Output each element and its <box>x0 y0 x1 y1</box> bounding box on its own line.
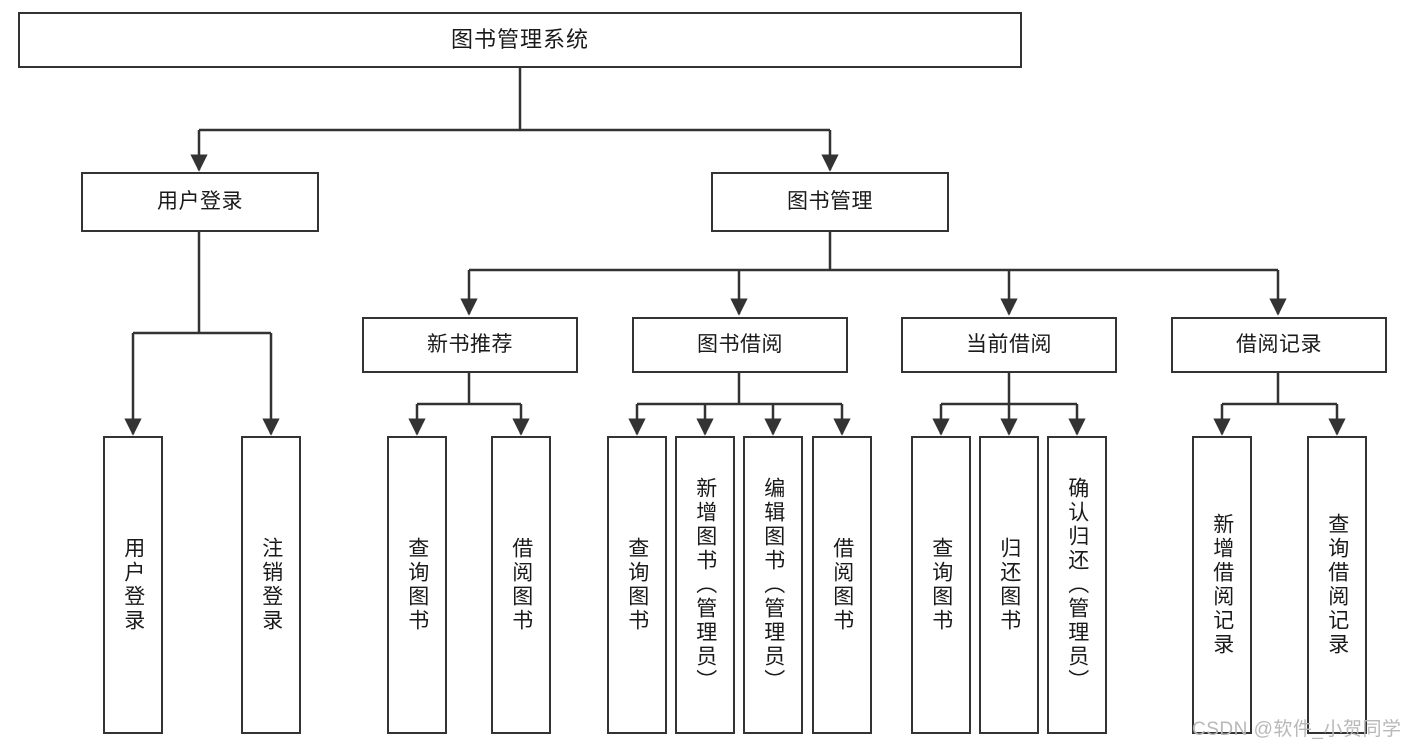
node-leaf-current-return: 归还图书 <box>979 436 1039 734</box>
node-current-borrow-label: 当前借阅 <box>966 332 1052 356</box>
node-leaf-new-book-query-label: 查询图书 <box>405 537 429 633</box>
node-leaf-record-query: 查询借阅记录 <box>1307 436 1367 734</box>
node-leaf-borrow-edit-book-label: 编辑图书（管理员） <box>761 477 785 693</box>
node-book-management: 图书管理 <box>711 172 949 232</box>
node-leaf-new-book-borrow: 借阅图书 <box>491 436 551 734</box>
node-leaf-borrow-borrow-book: 借阅图书 <box>812 436 872 734</box>
node-leaf-current-query: 查询图书 <box>911 436 971 734</box>
node-leaf-current-return-label: 归还图书 <box>997 537 1021 633</box>
node-leaf-record-query-label: 查询借阅记录 <box>1325 513 1349 657</box>
node-leaf-borrow-query-label: 查询图书 <box>625 537 649 633</box>
node-leaf-borrow-add-book: 新增图书（管理员） <box>675 436 735 734</box>
node-root-system: 图书管理系统 <box>18 12 1022 68</box>
node-book-management-label: 图书管理 <box>787 189 873 213</box>
node-book-borrow-label: 图书借阅 <box>697 332 783 356</box>
node-leaf-user-login-login: 用户登录 <box>103 436 163 734</box>
node-leaf-user-login-login-label: 用户登录 <box>121 537 145 633</box>
node-leaf-borrow-add-book-label: 新增图书（管理员） <box>693 477 717 693</box>
node-root-system-label: 图书管理系统 <box>450 27 589 53</box>
node-leaf-borrow-query: 查询图书 <box>607 436 667 734</box>
node-leaf-current-query-label: 查询图书 <box>929 537 953 633</box>
node-leaf-record-add-label: 新增借阅记录 <box>1210 513 1234 657</box>
node-new-book-recommend: 新书推荐 <box>362 317 578 373</box>
node-new-book-recommend-label: 新书推荐 <box>427 332 513 356</box>
node-user-login: 用户登录 <box>81 172 319 232</box>
node-leaf-new-book-query: 查询图书 <box>387 436 447 734</box>
node-borrow-record-label: 借阅记录 <box>1236 332 1322 356</box>
node-leaf-new-book-borrow-label: 借阅图书 <box>509 537 533 633</box>
node-user-login-label: 用户登录 <box>157 189 243 213</box>
node-leaf-current-confirm-return: 确认归还（管理员） <box>1047 436 1107 734</box>
node-leaf-borrow-borrow-book-label: 借阅图书 <box>830 537 854 633</box>
node-borrow-record: 借阅记录 <box>1171 317 1387 373</box>
node-leaf-user-login-logout: 注销登录 <box>241 436 301 734</box>
node-leaf-current-confirm-return-label: 确认归还（管理员） <box>1065 477 1089 693</box>
node-current-borrow: 当前借阅 <box>901 317 1117 373</box>
csdn-watermark: CSDN @软件_小贺同学 <box>1192 719 1402 740</box>
node-book-borrow: 图书借阅 <box>632 317 848 373</box>
node-leaf-record-add: 新增借阅记录 <box>1192 436 1252 734</box>
node-leaf-borrow-edit-book: 编辑图书（管理员） <box>743 436 803 734</box>
node-leaf-user-login-logout-label: 注销登录 <box>259 537 283 633</box>
